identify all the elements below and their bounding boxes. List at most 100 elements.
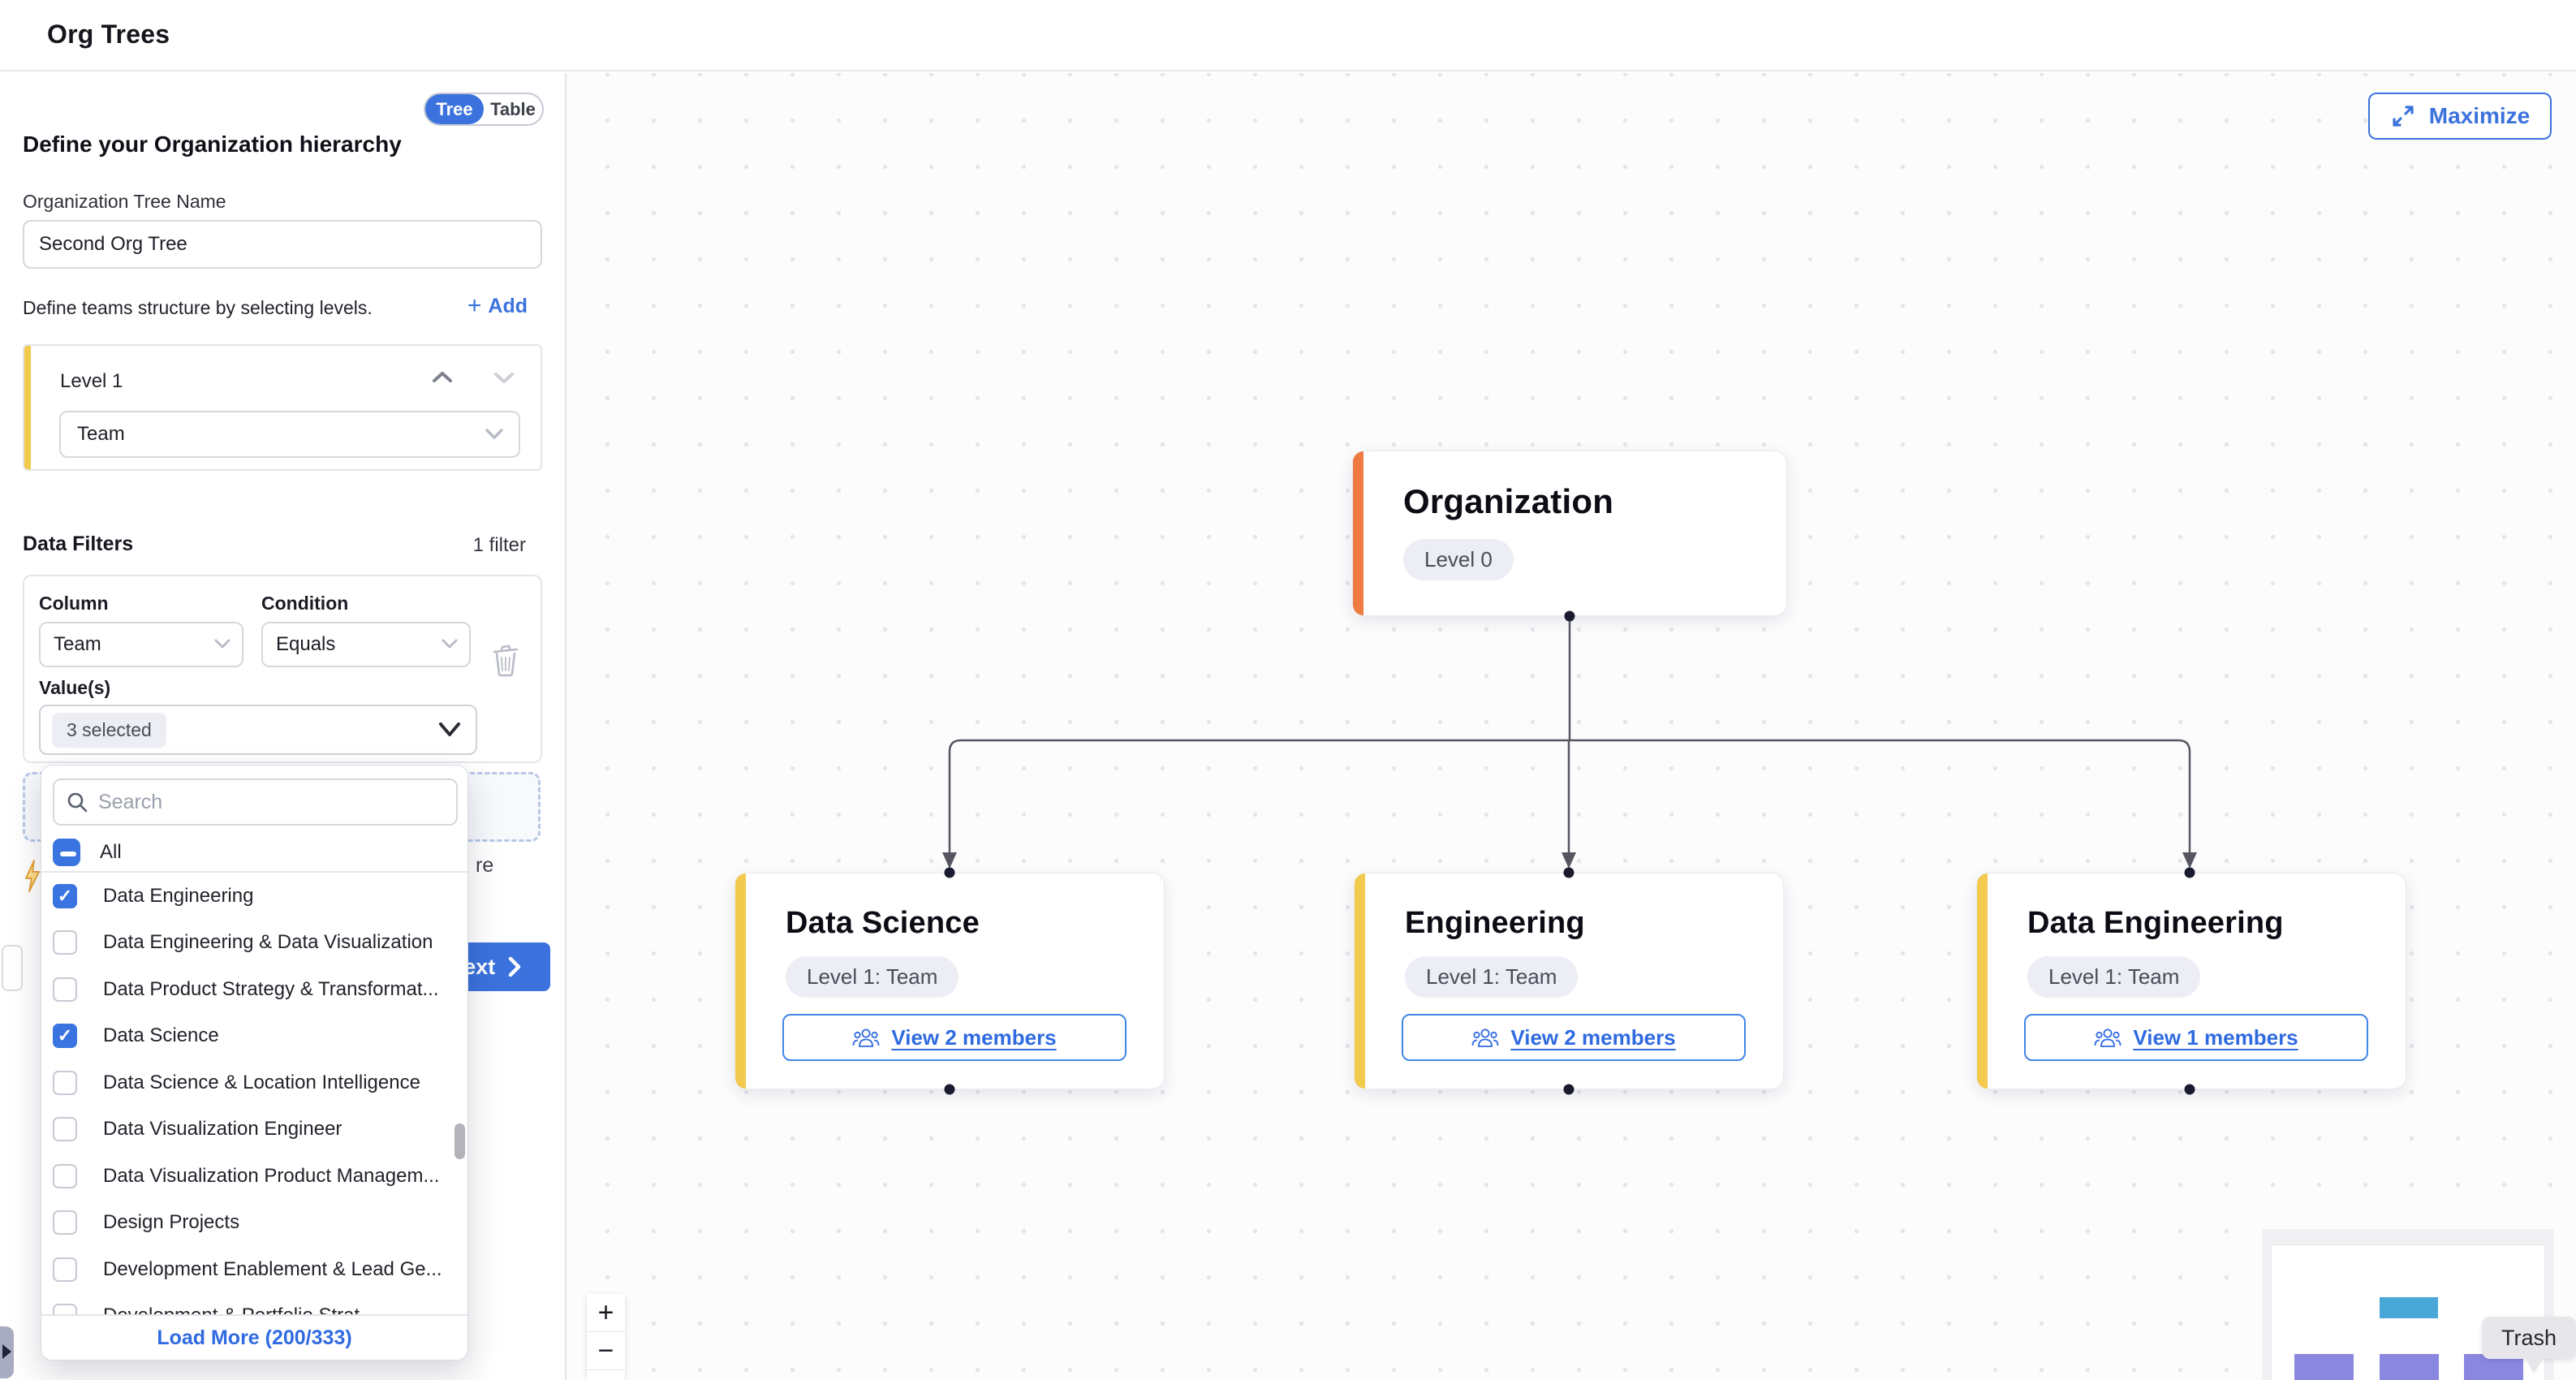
values-select[interactable]: 3 selected bbox=[39, 705, 477, 755]
checkbox-icon[interactable] bbox=[53, 1117, 77, 1142]
view-members-label: View 2 members bbox=[1510, 1024, 1676, 1050]
checkbox-icon[interactable] bbox=[53, 1304, 77, 1316]
tree-connectors bbox=[942, 610, 2197, 1095]
data-filters-title: Data Filters bbox=[23, 533, 134, 555]
option-label: Development & Portfolio Strat... bbox=[103, 1305, 377, 1316]
view-members-label: View 2 members bbox=[891, 1024, 1057, 1050]
fit-view-button-partial[interactable] bbox=[587, 1370, 625, 1380]
trash-tooltip: Trash bbox=[2482, 1317, 2576, 1359]
levels-row: Define teams structure by selecting leve… bbox=[23, 294, 542, 323]
level-card: Level 1 Team bbox=[23, 344, 542, 471]
chevron-down-icon bbox=[485, 429, 503, 439]
view-members-button[interactable]: View 2 members bbox=[1402, 1014, 1746, 1061]
org-node-data-engineering[interactable]: Data Engineering Level 1: Team View 1 me… bbox=[1976, 873, 2406, 1089]
checkbox-icon[interactable] bbox=[53, 977, 77, 1002]
level-title: Level 1 bbox=[60, 370, 123, 392]
checkbox-checked-icon[interactable] bbox=[53, 883, 77, 908]
levels-hint: Define teams structure by selecting leve… bbox=[23, 297, 373, 318]
org-chart-canvas[interactable]: Maximize Organization Level 0 Data Scien… bbox=[566, 73, 2576, 1380]
column-value: Team bbox=[54, 633, 101, 655]
checkbox-icon[interactable] bbox=[53, 1070, 77, 1095]
view-members-label: View 1 members bbox=[2133, 1024, 2298, 1050]
dropdown-option[interactable]: Data Engineering & Data Visualization bbox=[41, 920, 467, 967]
org-node-data-science[interactable]: Data Science Level 1: Team View 2 member… bbox=[734, 873, 1165, 1089]
checkbox-icon[interactable] bbox=[53, 1257, 77, 1282]
toggle-tree[interactable]: Tree bbox=[425, 94, 484, 124]
condition-value: Equals bbox=[276, 633, 336, 655]
level-type-select[interactable]: Team bbox=[59, 411, 520, 458]
select-all-row[interactable]: All bbox=[41, 834, 467, 871]
add-level-button[interactable]: + Add bbox=[467, 294, 528, 318]
node-accent-bar bbox=[1355, 873, 1365, 1089]
dropdown-search[interactable] bbox=[53, 778, 458, 826]
node-level-badge: Level 1: Team bbox=[1405, 956, 1579, 998]
dropdown-options-list[interactable]: Data Engineering Data Engineering & Data… bbox=[41, 873, 467, 1316]
dropdown-option[interactable]: Data Engineering bbox=[41, 873, 467, 920]
dropdown-option[interactable]: Development Enablement & Lead Ge... bbox=[41, 1246, 467, 1293]
dropdown-option[interactable]: Data Science & Location Intelligence bbox=[41, 1059, 467, 1106]
node-title: Engineering bbox=[1405, 906, 1585, 940]
zoom-in-button[interactable]: + bbox=[587, 1294, 625, 1332]
view-members-button[interactable]: View 1 members bbox=[2024, 1014, 2368, 1061]
option-label: Data Engineering bbox=[103, 884, 254, 907]
dropdown-option[interactable]: Development & Portfolio Strat... bbox=[41, 1293, 467, 1316]
zoom-out-button[interactable]: − bbox=[587, 1332, 625, 1370]
condition-select[interactable]: Equals bbox=[261, 622, 471, 667]
option-label: Data Engineering & Data Visualization bbox=[103, 931, 433, 954]
level-accent-bar bbox=[24, 346, 31, 469]
select-all-label: All bbox=[100, 841, 122, 863]
values-dropdown-panel: All Data Engineering Data Engineering & … bbox=[41, 765, 468, 1361]
level-type-value: Team bbox=[77, 423, 125, 445]
zoom-controls: + − bbox=[587, 1294, 625, 1380]
lightning-bolt-icon bbox=[25, 860, 40, 892]
checkbox-icon[interactable] bbox=[53, 930, 77, 955]
delete-filter-icon[interactable] bbox=[492, 645, 519, 677]
obscured-text-fragment: re bbox=[476, 854, 494, 877]
view-members-button[interactable]: View 2 members bbox=[782, 1014, 1126, 1061]
back-button-partial[interactable] bbox=[2, 945, 23, 991]
selected-count-chip: 3 selected bbox=[52, 712, 166, 748]
tree-name-input[interactable] bbox=[23, 220, 542, 269]
chevron-down-icon bbox=[214, 639, 230, 649]
search-icon bbox=[67, 792, 88, 813]
option-label: Data Visualization Product Managem... bbox=[103, 1164, 440, 1187]
play-triangle-icon bbox=[2, 1344, 11, 1359]
filter-card: Column Condition Team Equals Value(s) bbox=[23, 575, 542, 763]
dropdown-option[interactable]: Design Projects bbox=[41, 1200, 467, 1247]
node-level-badge: Level 0 bbox=[1403, 539, 1514, 580]
org-node-engineering[interactable]: Engineering Level 1: Team View 2 members bbox=[1354, 873, 1784, 1089]
column-select[interactable]: Team bbox=[39, 622, 243, 667]
option-label: Data Product Strategy & Transformat... bbox=[103, 977, 439, 1000]
search-input[interactable] bbox=[98, 790, 423, 814]
option-label: Data Science & Location Intelligence bbox=[103, 1071, 420, 1093]
checkbox-icon[interactable] bbox=[53, 1163, 77, 1188]
scrollbar-thumb[interactable] bbox=[454, 1123, 465, 1159]
load-more-button[interactable]: Load More (200/333) bbox=[41, 1314, 467, 1360]
node-level-badge: Level 1: Team bbox=[2027, 956, 2201, 998]
divider bbox=[41, 871, 467, 873]
option-label: Data Visualization Engineer bbox=[103, 1118, 342, 1141]
dropdown-option[interactable]: Data Visualization Product Managem... bbox=[41, 1153, 467, 1200]
dropdown-option[interactable]: Data Science bbox=[41, 1013, 467, 1060]
checkbox-checked-icon[interactable] bbox=[53, 1024, 77, 1049]
config-sidebar: Tree Table Define your Organization hier… bbox=[0, 73, 566, 1380]
move-down-icon[interactable] bbox=[492, 369, 516, 386]
sidebar-collapse-handle[interactable] bbox=[0, 1326, 14, 1378]
dropdown-option[interactable]: Data Visualization Engineer bbox=[41, 1106, 467, 1154]
chevron-down-icon bbox=[439, 722, 460, 736]
maximize-label: Maximize bbox=[2428, 103, 2531, 128]
minimap-viewport bbox=[2271, 1244, 2545, 1380]
dropdown-option[interactable]: Data Product Strategy & Transformat... bbox=[41, 966, 467, 1013]
column-label: Column bbox=[39, 593, 109, 614]
move-up-icon[interactable] bbox=[430, 369, 454, 386]
top-header: Org Trees bbox=[0, 0, 2576, 71]
checkbox-indeterminate-icon[interactable] bbox=[53, 839, 80, 866]
toggle-table[interactable]: Table bbox=[490, 98, 536, 119]
maximize-icon bbox=[2393, 106, 2414, 127]
option-label: Design Projects bbox=[103, 1211, 240, 1234]
view-mode-toggle[interactable]: Tree Table bbox=[424, 93, 544, 126]
checkbox-icon[interactable] bbox=[53, 1210, 77, 1236]
maximize-button[interactable]: Maximize bbox=[2368, 93, 2552, 140]
org-node-root[interactable]: Organization Level 0 bbox=[1352, 451, 1787, 616]
